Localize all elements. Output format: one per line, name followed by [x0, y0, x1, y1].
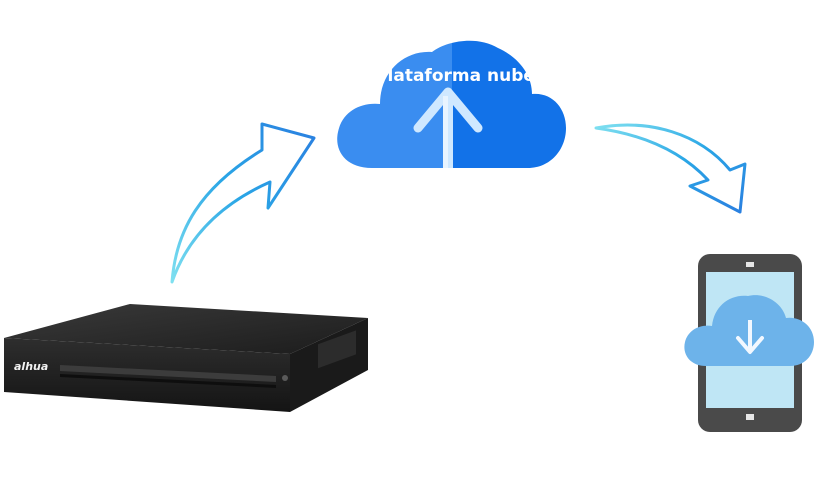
dvr-recorder: alhua: [4, 304, 368, 412]
cloud-platform-label: Plataforma nube: [375, 66, 535, 86]
dvr-power-led: [282, 375, 288, 381]
smartphone: [684, 254, 814, 432]
dvr-vent: [318, 330, 356, 369]
download-arrow: [594, 123, 747, 214]
dvr-brand-logo: alhua: [14, 360, 48, 373]
phone-home-button: [746, 414, 754, 420]
upload-arrow: [170, 122, 316, 284]
cloud-platform: Plataforma nube: [337, 40, 566, 168]
cloud-download-icon: [684, 295, 814, 366]
phone-camera: [746, 262, 754, 267]
cloud-upload-icon: [413, 87, 483, 168]
